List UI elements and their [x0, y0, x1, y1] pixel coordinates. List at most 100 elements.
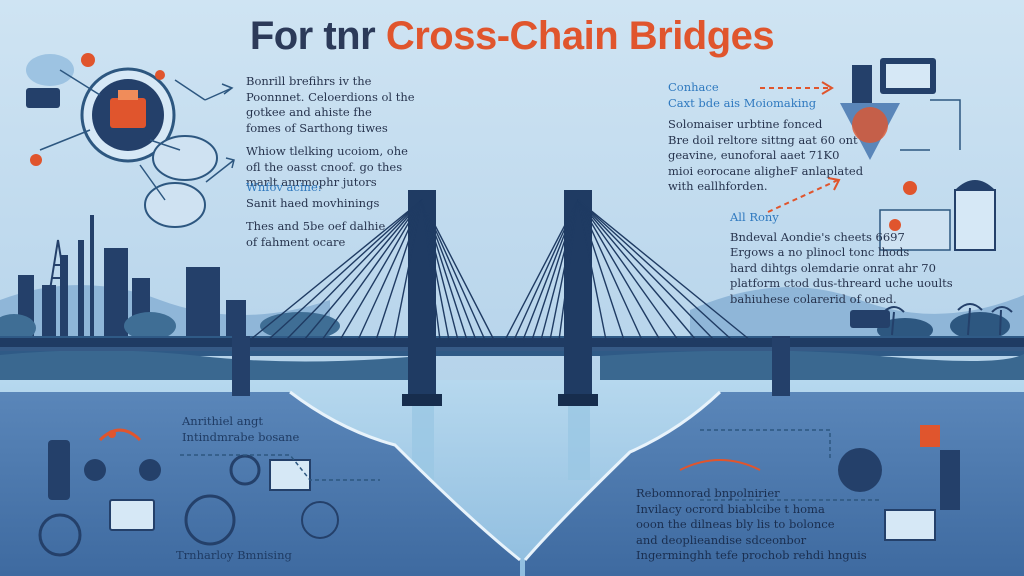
radio-tower	[49, 239, 67, 291]
left-tower-inner-cable-0	[421, 199, 441, 341]
right-tower-outer-cable-7	[577, 199, 733, 341]
left2-heading: Wnfov acine:	[246, 180, 322, 194]
right2-line-2: hard dihtgs olemdarie onrat ahr 70	[730, 260, 936, 275]
device-cluster-right	[760, 58, 996, 328]
left2-line-2: of fahment ocare	[246, 234, 346, 249]
left-tower-outer-cable-0	[249, 199, 423, 341]
laptop-icon	[26, 88, 60, 108]
title-part2: Cross-Chain Bridges	[385, 14, 775, 58]
server-icon-3	[940, 450, 960, 510]
gear-icon	[81, 53, 95, 67]
right-tower-inner-cable-2	[522, 199, 579, 341]
right2-line-3: platform ctod dus-threard uche uoults	[730, 276, 953, 290]
globe-icon	[852, 107, 888, 143]
cylinder-node	[954, 189, 996, 251]
bank-edge-right	[523, 390, 722, 561]
right2-line-4: bahiuhese colarerid of oned.	[730, 291, 897, 306]
left-line-1: Poonnnet. Celoerdions ol the	[246, 89, 415, 104]
server-icon	[852, 65, 872, 103]
right-line-3: mioi eorocane aligheF anlaplated	[668, 163, 864, 178]
right-subheading: Caxt bde ais Moiomaking	[668, 95, 817, 110]
bottom-right-line-0: Rebomnorad bnpolnirier	[636, 486, 780, 500]
gear-icon-2	[184, 494, 236, 546]
bridge-abutment-left	[232, 336, 250, 396]
foliage-band-right	[600, 350, 1024, 380]
boat-icon	[850, 310, 890, 328]
left-line-3: fomes of Sarthong tiwes	[246, 120, 388, 135]
page-title: For tnr Cross-Chain Bridges	[0, 14, 1024, 59]
right-tower-inner-cable-1	[513, 199, 579, 341]
left-text-block-2: Wnfov acine: Sanit haed movhinings Thes …	[246, 180, 385, 250]
node-bubble-2	[152, 135, 218, 181]
bottom-left-label-1: Intindmrabe bosane	[182, 429, 300, 444]
right-tower-inner-cable-3	[531, 199, 579, 341]
city-skyline-left	[18, 215, 246, 337]
palm-trees	[883, 303, 1013, 336]
right-tower-outer-cable-4	[577, 199, 679, 341]
id-card-icon	[879, 209, 951, 251]
left-text-block: Bonrill brefihrs iv the Poonnnet. Celoer…	[246, 74, 415, 191]
right-heading: Conhace	[668, 80, 719, 94]
bottom-left-label: Anrithiel angt Intindmrabe bosane	[182, 414, 299, 445]
right-tower-outer-cable-8	[577, 199, 751, 341]
node-bubble-3	[144, 182, 206, 228]
right2-line-0: Bndeval Aondie's cheets 6697	[730, 229, 905, 244]
left-tower-outer-cable-1	[267, 199, 423, 341]
hub-node-icon	[838, 448, 882, 492]
right-tower-outer-cable-5	[577, 199, 697, 341]
left-line-2: gotkee and ahiste fhe	[246, 105, 372, 119]
right-text-block: Conhace Caxt bde ais Moiomaking Solomais…	[668, 80, 863, 195]
underground-machinery-left	[38, 428, 380, 557]
arrow-icon	[221, 83, 234, 95]
bridge	[0, 190, 1024, 406]
water-reflection	[412, 400, 590, 480]
dashed-arrow-2	[767, 179, 839, 213]
node-bubble-1	[26, 54, 74, 86]
left2-line-0: Sanit haed movhinings	[246, 195, 380, 210]
left-tower-outer-cable-7	[375, 199, 423, 341]
right-tower-inner-cable-5	[549, 199, 579, 341]
bottom-right-line-1: Invilacy ocrord biablcibe t homa	[636, 501, 825, 516]
reel-icon	[38, 513, 82, 557]
right2-heading: All Rony	[730, 210, 779, 224]
left-tower-inner-cable-2	[421, 199, 459, 341]
power-module-icon	[920, 425, 940, 447]
left-tower-outer-cable-6	[357, 199, 423, 341]
gear-icon-3	[229, 454, 261, 486]
trees-left	[0, 312, 340, 342]
right-text-block-2: All Rony Bndeval Aondie's cheets 6697 Er…	[730, 210, 953, 307]
left-tower-outer-cable-3	[303, 199, 423, 341]
network-node-icon	[301, 501, 339, 539]
underground-machinery-right	[679, 425, 960, 541]
left-tower-inner-cable-1	[421, 199, 450, 341]
bridge-tower-right	[564, 190, 592, 405]
network-cluster-left	[26, 53, 235, 228]
suspension-cables	[249, 199, 751, 341]
left-tower-inner-cable-6	[421, 199, 495, 341]
blockchain-block-icon	[110, 98, 146, 128]
bridge-deck-underside	[0, 347, 1024, 351]
right-line-4: with eallhforden.	[668, 179, 768, 193]
right-tower-outer-cable-0	[577, 199, 607, 341]
right-tower-inner-cable-0	[504, 199, 579, 341]
lock-badge-icon	[903, 181, 917, 195]
left-tower-inner-cable-5	[421, 199, 486, 341]
monitor-icon-2	[269, 459, 311, 491]
left-tower-inner-cable-3	[421, 199, 468, 341]
bottom-left-label-0: Anrithiel angt	[182, 414, 263, 428]
right-line-2: geavine, eunoforal aaet 71K0	[668, 148, 840, 162]
bridge-abutment-right	[772, 336, 790, 396]
bottom-right-line-2: ooon the dilneas bly lis to bolonce	[636, 517, 835, 531]
right-line-1: Bre doil reltore sittng aat 60 ont	[668, 132, 858, 147]
left-tower-inner-cable-4	[421, 199, 477, 341]
right-tower-outer-cable-2	[577, 199, 643, 341]
left-line-6: marlt anrmophr jutors	[246, 175, 377, 189]
left-tower-outer-cable-4	[321, 199, 423, 341]
right-line-0: Solomaiser urbtine fonced	[668, 117, 823, 131]
left2-line-1: Thes and 5be oef dalhie	[246, 219, 386, 233]
bridge-deck	[0, 338, 1024, 348]
foliage-band-left	[0, 350, 420, 380]
bottom-right-line-4: Ingerminghh tefe prochob rehdi hnguis	[636, 548, 867, 562]
